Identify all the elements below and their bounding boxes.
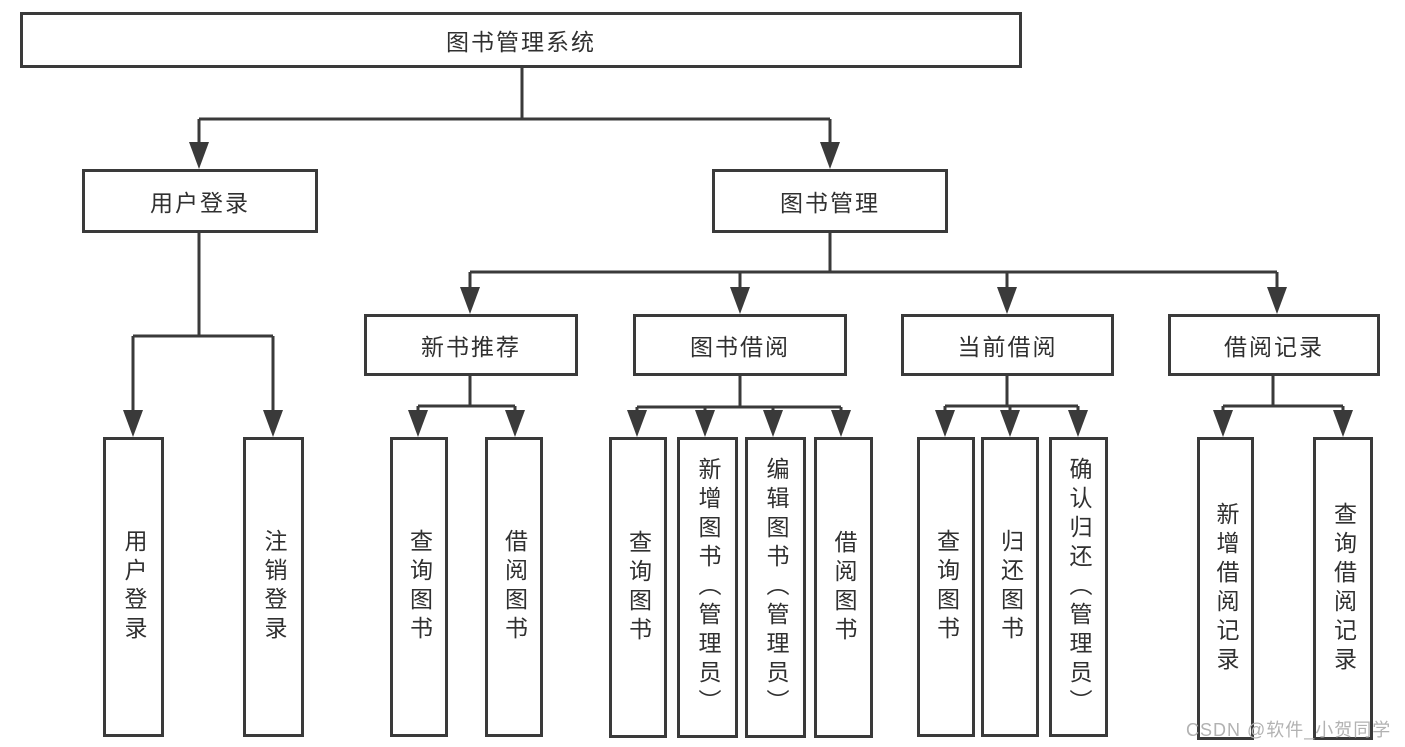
arrow-down-icon	[935, 410, 955, 437]
arrow-down-icon	[1267, 287, 1287, 314]
arrow-down-icon	[1000, 410, 1020, 437]
leaf-edit-book-admin: 编辑图书（管理员）	[745, 437, 806, 738]
arrow-down-icon	[1068, 410, 1088, 437]
node-new-book-recommend: 新书推荐	[364, 314, 578, 376]
arrow-down-icon	[627, 410, 647, 437]
leaf-query-books-recommend: 查询图书	[390, 437, 448, 737]
arrow-down-icon	[189, 142, 209, 169]
node-book-borrowing: 图书借阅	[633, 314, 847, 376]
arrow-down-icon	[263, 410, 283, 437]
connector-user-login	[131, 233, 275, 417]
node-book-management: 图书管理	[712, 169, 948, 233]
connector-borrowing-records	[1221, 376, 1345, 417]
leaf-add-borrow-record: 新增借阅记录	[1197, 437, 1254, 740]
node-current-borrowing: 当前借阅	[901, 314, 1114, 376]
connector-book-management	[468, 233, 1279, 294]
arrow-down-icon	[695, 410, 715, 437]
connector-new-book-recommend	[416, 376, 517, 417]
arrow-down-icon	[763, 410, 783, 437]
leaf-borrow-books-borrowing: 借阅图书	[814, 437, 873, 738]
leaf-add-book-admin: 新增图书（管理员）	[677, 437, 738, 738]
node-library-system: 图书管理系统	[20, 12, 1022, 68]
leaf-logout: 注销登录	[243, 437, 304, 737]
node-borrowing-records: 借阅记录	[1168, 314, 1380, 376]
arrow-down-icon	[123, 410, 143, 437]
arrow-down-icon	[831, 410, 851, 437]
arrow-down-icon	[730, 287, 750, 314]
leaf-query-books-borrowing: 查询图书	[609, 437, 667, 738]
leaf-query-borrow-record: 查询借阅记录	[1313, 437, 1373, 740]
arrowheads	[123, 142, 1353, 437]
arrow-down-icon	[505, 410, 525, 437]
node-user-login: 用户登录	[82, 169, 318, 233]
arrow-down-icon	[820, 142, 840, 169]
connector-book-borrowing	[635, 376, 843, 417]
arrow-down-icon	[408, 410, 428, 437]
connector-root	[197, 67, 832, 149]
arrow-down-icon	[1333, 410, 1353, 437]
arrow-down-icon	[997, 287, 1017, 314]
leaf-borrow-books-recommend: 借阅图书	[485, 437, 543, 737]
leaf-confirm-return-admin: 确认归还（管理员）	[1049, 437, 1108, 737]
leaf-user-login: 用户登录	[103, 437, 164, 737]
leaf-return-book: 归还图书	[981, 437, 1039, 737]
arrow-down-icon	[460, 287, 480, 314]
watermark: CSDN @软件_小贺同学	[1186, 720, 1392, 740]
leaf-query-books-current: 查询图书	[917, 437, 975, 737]
arrow-down-icon	[1213, 410, 1233, 437]
